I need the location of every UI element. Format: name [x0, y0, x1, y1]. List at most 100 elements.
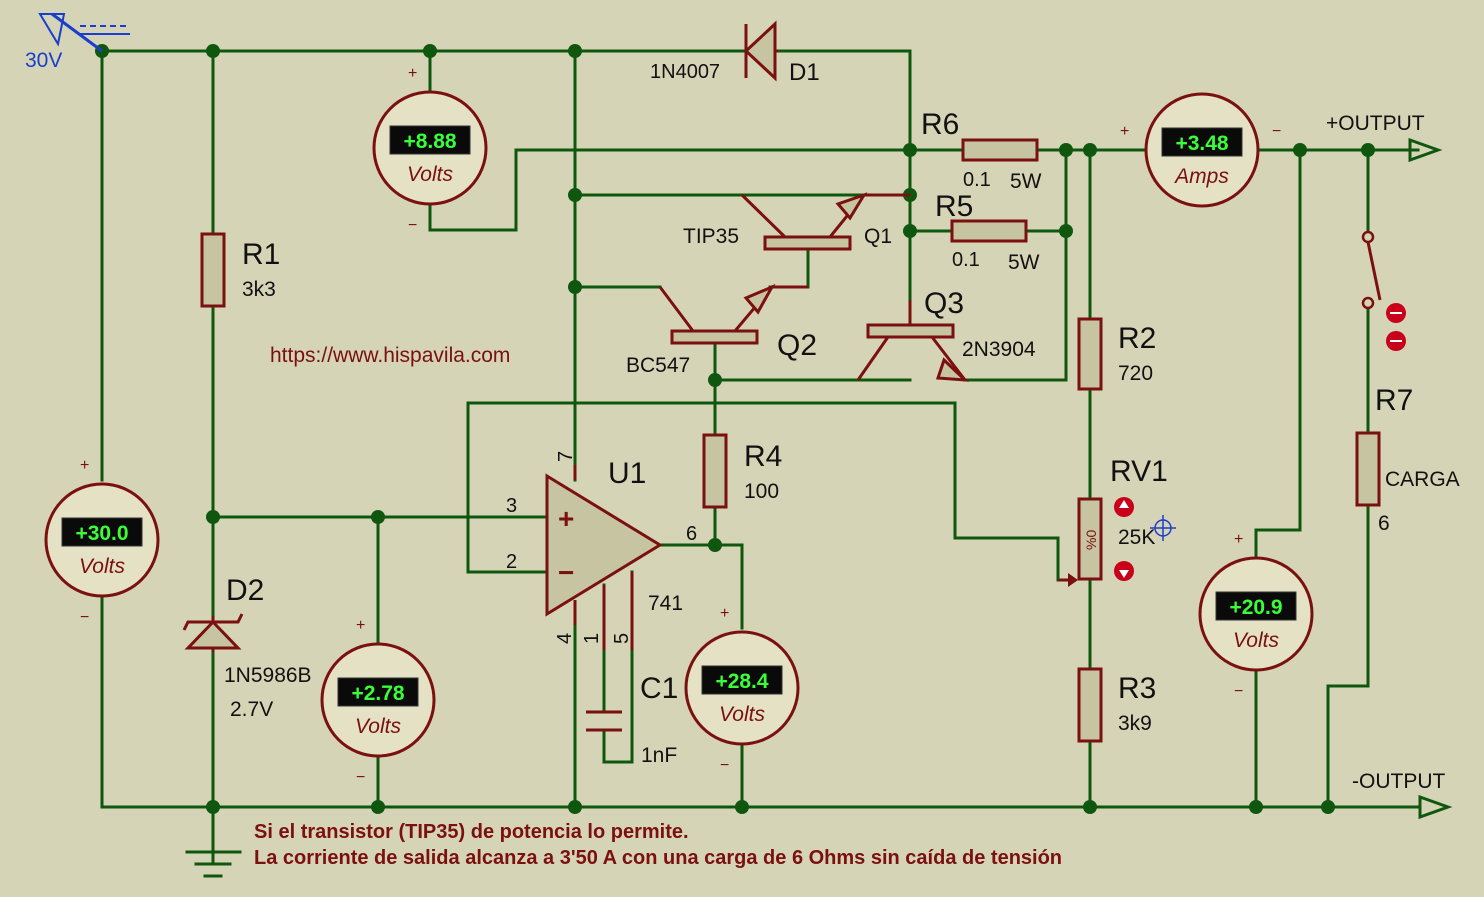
switch-close-button[interactable] — [1386, 331, 1406, 351]
rv1-up-button[interactable] — [1114, 497, 1134, 517]
zener-d2: D2 1N5986B 2.7V — [182, 574, 312, 721]
r1-ref: R1 — [242, 238, 280, 271]
website-link[interactable]: https://www.hispavila.com — [270, 344, 510, 367]
meter-4-plus: + — [1120, 123, 1129, 140]
voltmeter-opamp-output: +28.4 Volts + − — [684, 605, 800, 774]
r2-ref: R2 — [1118, 322, 1156, 355]
r6-rating: 5W — [1010, 170, 1042, 193]
u1-pin2: 2 — [506, 551, 517, 573]
meter-5-plus: + — [1234, 531, 1243, 548]
q3-part: 2N3904 — [962, 338, 1036, 361]
q2-ref: Q2 — [777, 329, 817, 362]
u1-pin4: 4 — [554, 633, 576, 644]
r5-ref: R5 — [935, 190, 973, 223]
u1-minus-sign: − — [558, 557, 574, 588]
r4-value: 100 — [744, 480, 779, 503]
supply-30v: 30V — [25, 12, 130, 72]
r5-rating: 5W — [1008, 251, 1040, 274]
r3-value: 3k9 — [1118, 712, 1152, 735]
meter-5-minus: − — [1234, 683, 1243, 700]
resistor-r3: R3 3k9 — [1077, 667, 1156, 743]
q1-ref: Q1 — [864, 225, 892, 248]
opamp-u1: + − U1 741 7 3 2 6 4 1 5 — [506, 451, 697, 650]
r4-ref: R4 — [744, 440, 782, 473]
meter-3-minus: − — [720, 757, 729, 774]
u1-ref: U1 — [608, 457, 646, 490]
voltmeter-output: +20.9 Volts + − — [1198, 531, 1314, 700]
r7-value: CARGA — [1385, 468, 1460, 491]
voltmeter-reference: +2.78 Volts + − — [320, 617, 436, 786]
u1-pin3: 3 — [506, 495, 517, 517]
c1-ref: C1 — [640, 672, 678, 705]
meter-2-minus: − — [356, 769, 365, 786]
d1-part: 1N4007 — [650, 61, 720, 83]
resistor-r4: R4 100 — [702, 433, 782, 509]
crosshair-cursor-icon — [1150, 515, 1176, 541]
note-line-2: La corriente de salida alcanza a 3'50 A … — [254, 847, 1062, 869]
r6-ref: R6 — [921, 108, 959, 141]
potentiometer-rv1: %0 RV1 25K — [1058, 455, 1176, 587]
voltmeter-q1-base: +8.88 Volts + − — [372, 65, 488, 234]
d2-voltage: 2.7V — [230, 698, 273, 721]
meter-1-value: +30.0 — [75, 522, 128, 545]
meter-0-unit: Volts — [407, 163, 453, 186]
r7-extra: 6 — [1378, 512, 1390, 535]
meter-0-plus: + — [408, 65, 417, 82]
meter-1-unit: Volts — [79, 555, 125, 578]
r2-value: 720 — [1118, 362, 1153, 385]
meter-3-unit: Volts — [719, 703, 765, 726]
supply-label: 30V — [25, 49, 62, 72]
meter-2-plus: + — [356, 617, 365, 634]
u1-pin6: 6 — [686, 523, 697, 545]
meter-2-unit: Volts — [355, 715, 401, 738]
r6-value: 0.1 — [963, 169, 991, 191]
rv1-ref: RV1 — [1110, 455, 1168, 488]
meter-3-value: +28.4 — [715, 670, 768, 693]
r1-value: 3k3 — [242, 278, 276, 301]
u1-pin7: 7 — [555, 451, 577, 462]
q3-ref: Q3 — [924, 287, 964, 320]
meter-1-minus: − — [80, 609, 89, 626]
rv1-down-button[interactable] — [1114, 561, 1134, 581]
d2-ref: D2 — [226, 574, 264, 607]
transistor-q3: Q3 2N3904 — [856, 287, 1036, 382]
ground-symbol — [185, 850, 242, 878]
c1-value: 1nF — [641, 744, 677, 767]
r3-ref: R3 — [1118, 672, 1156, 705]
r5-value: 0.1 — [952, 249, 980, 271]
resistor-r6: R6 0.1 5W — [921, 108, 1042, 193]
meter-0-value: +8.88 — [403, 130, 456, 153]
meter-1-plus: + — [80, 457, 89, 474]
u1-pin1: 1 — [581, 633, 603, 644]
rv1-setting: %0 — [1083, 530, 1099, 550]
resistor-r5: R5 0.1 5W — [935, 190, 1040, 274]
pos-output-label: +OUTPUT — [1326, 112, 1425, 135]
u1-plus-sign: + — [558, 503, 574, 534]
resistor-r7-load: R7 CARGA 6 — [1355, 384, 1460, 535]
voltmeter-supply: +30.0 Volts + − — [44, 457, 160, 626]
load-switch[interactable] — [1361, 230, 1406, 351]
meter-0-minus: − — [408, 217, 417, 234]
r7-ref: R7 — [1375, 384, 1413, 417]
meter-4-minus: − — [1272, 123, 1281, 140]
meter-3-plus: + — [720, 605, 729, 622]
rv1-value: 25K — [1118, 526, 1155, 549]
transistor-q1: TIP35 Q1 — [683, 192, 910, 251]
switch-open-button[interactable] — [1386, 303, 1406, 323]
transistor-q2: BC547 Q2 — [626, 283, 817, 377]
resistor-r2: R2 720 — [1077, 317, 1156, 391]
capacitor-c1: C1 1nF — [586, 672, 678, 767]
neg-output-label: -OUTPUT — [1352, 770, 1445, 793]
d2-part: 1N5986B — [224, 664, 312, 687]
u1-part: 741 — [648, 592, 683, 615]
q2-part: BC547 — [626, 354, 690, 377]
ammeter-output: +3.48 Amps + − — [1120, 92, 1281, 208]
q1-part: TIP35 — [683, 225, 739, 248]
meter-4-value: +3.48 — [1175, 132, 1228, 155]
terminal-negative-output: -OUTPUT — [1352, 770, 1453, 820]
d1-ref: D1 — [789, 59, 820, 86]
terminal-positive-output: +OUTPUT — [1326, 112, 1443, 163]
meter-5-value: +20.9 — [1229, 596, 1282, 619]
u1-pin5: 5 — [611, 633, 633, 644]
